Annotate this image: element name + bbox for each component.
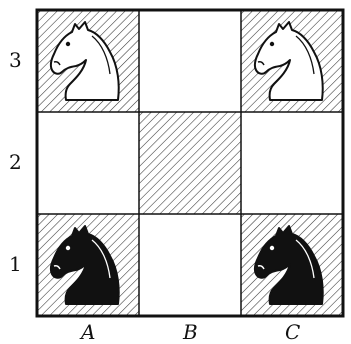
- file-label-a: A: [81, 322, 95, 342]
- square-a2[interactable]: [37, 112, 139, 214]
- square-b1[interactable]: [139, 214, 241, 316]
- hatch-shading: [139, 112, 241, 214]
- square-b3[interactable]: [139, 10, 241, 112]
- rank-label-2: 2: [9, 152, 22, 172]
- rank-label-1: 1: [9, 254, 22, 274]
- rank-label-3: 3: [9, 50, 22, 70]
- square-c2[interactable]: [241, 112, 343, 214]
- file-label-c: C: [285, 322, 300, 342]
- file-label-b: B: [183, 322, 198, 342]
